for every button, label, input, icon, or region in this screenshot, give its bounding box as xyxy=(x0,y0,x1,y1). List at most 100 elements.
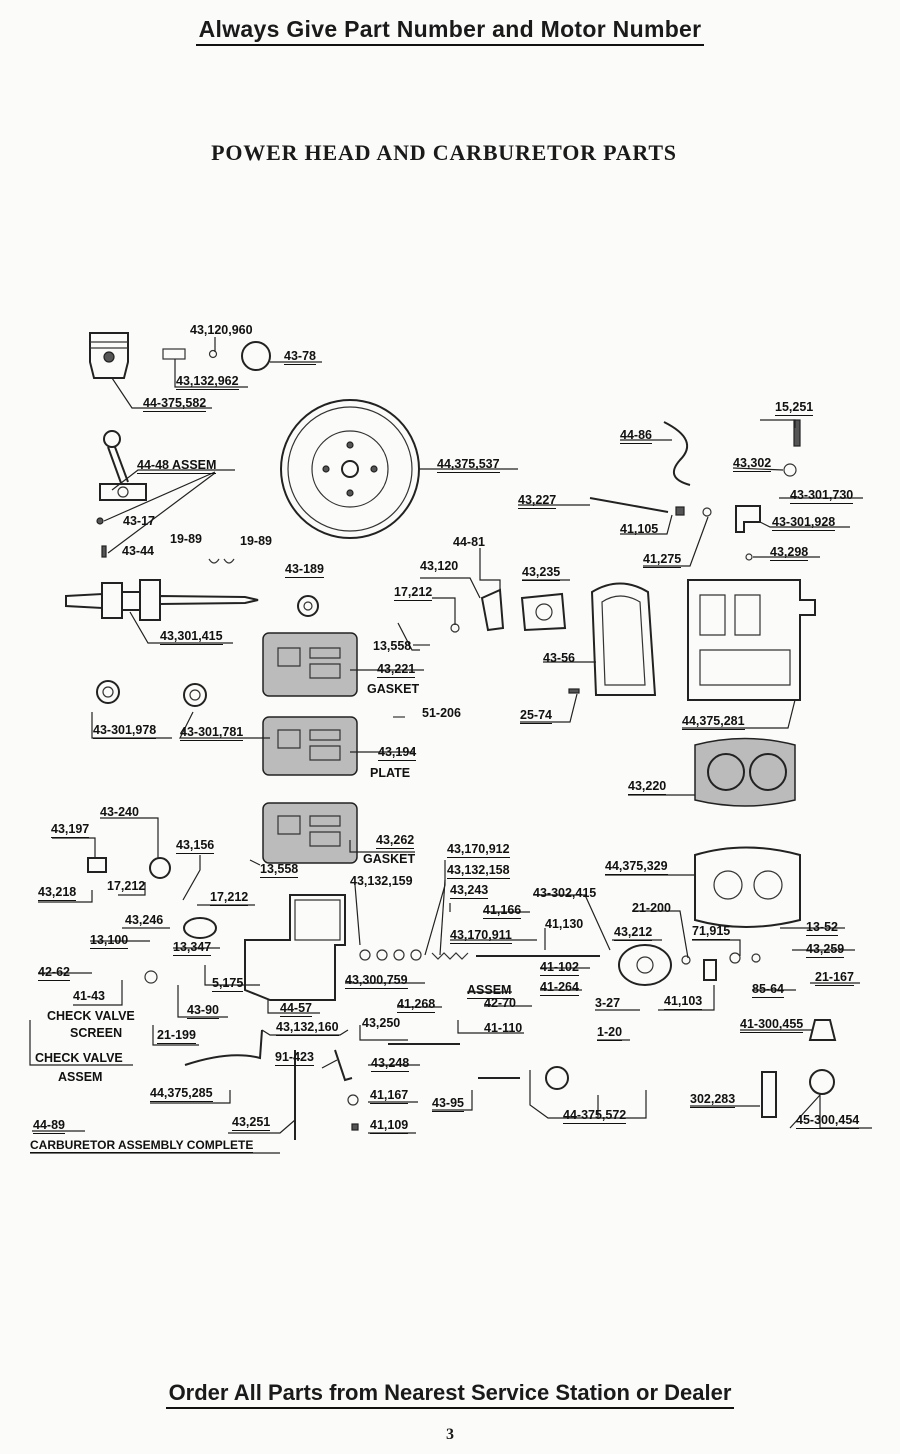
footer-banner: Order All Parts from Nearest Service Sta… xyxy=(0,1380,900,1409)
cylinder-block-illustration xyxy=(589,419,816,701)
part-label-43-90: 43-90 xyxy=(187,1003,219,1019)
part-label-41-264: 41-264 xyxy=(540,980,579,996)
fuel-pump-illustration xyxy=(334,944,837,1131)
part-label-43-156: 43,156 xyxy=(176,838,215,854)
part-label-43-221: 43,221 xyxy=(377,662,416,678)
carburetor-illustration xyxy=(87,857,600,1140)
part-label-43-302-415: 43-302,415 xyxy=(533,886,597,900)
part-label-85-64: 85-64 xyxy=(752,982,784,998)
part-label-43-197: 43,197 xyxy=(51,822,90,838)
flywheel-illustration xyxy=(280,399,420,539)
part-label-43-220: 43,220 xyxy=(628,779,667,795)
part-label-43-302: 43,302 xyxy=(733,456,772,472)
part-label-43-212: 43,212 xyxy=(614,925,653,941)
gasket-plates-illustration xyxy=(262,632,430,864)
part-label-1-20: 1-20 xyxy=(597,1025,623,1041)
part-label-41-166: 41,166 xyxy=(483,903,522,919)
part-label-41-103: 41,103 xyxy=(664,994,703,1010)
part-label-41-105: 41,105 xyxy=(620,522,659,536)
page-title: POWER HEAD AND CARBURETOR PARTS xyxy=(211,140,677,165)
part-label-44-375-281: 44,375,281 xyxy=(682,714,745,730)
part-label-41-275: 41,275 xyxy=(643,552,682,568)
part-label-41-300-455: 41-300,455 xyxy=(740,1017,804,1033)
part-label-41-110: 41-110 xyxy=(484,1021,523,1035)
part-label-43-250: 43,250 xyxy=(362,1016,401,1030)
part-label-41-130: 41,130 xyxy=(545,917,584,931)
part-label-43-259: 43,259 xyxy=(806,942,845,958)
part-label-17-212-b: 17,212 xyxy=(107,879,146,893)
part-label-43-298: 43,298 xyxy=(770,545,809,561)
part-label-44-86: 44-86 xyxy=(620,428,652,444)
part-label-gasket-a: GASKET xyxy=(367,682,420,696)
part-label-41-167: 41,167 xyxy=(370,1088,409,1104)
part-label-43-170-912: 43,170,912 xyxy=(447,842,510,858)
part-label-5-175: 5,175 xyxy=(212,976,244,992)
part-label-91-423: 91-423 xyxy=(275,1050,314,1066)
part-label-check-valve-screen-2: SCREEN xyxy=(70,1026,123,1040)
part-label-44-81: 44-81 xyxy=(453,535,485,549)
part-label-21-200: 21-200 xyxy=(632,901,671,915)
part-label-13-558-b: 13,558 xyxy=(260,862,299,878)
part-label-43-194: 43,194 xyxy=(378,745,417,761)
part-label-43-132-962: 43,132,962 xyxy=(176,374,239,390)
part-label-43-218: 43,218 xyxy=(38,885,77,901)
part-label-13-347: 13,347 xyxy=(173,940,212,956)
footer-banner-text: Order All Parts from Nearest Service Sta… xyxy=(165,1380,735,1409)
part-label-43-301-415: 43,301,415 xyxy=(160,629,223,645)
part-label-17-212-a: 17,212 xyxy=(394,585,433,601)
part-label-44-48-assem: 44-48 ASSEM xyxy=(137,458,217,474)
leader-lines xyxy=(29,337,872,1154)
carburetor-assembly-caption: CARBURETOR ASSEMBLY COMPLETE xyxy=(30,1138,254,1153)
connecting-rod-illustration xyxy=(96,430,235,564)
part-label-42-70: 42-70 xyxy=(484,996,516,1010)
part-label-43-120-960: 43,120,960 xyxy=(190,323,253,337)
part-label-check-valve-screen-1: CHECK VALVE xyxy=(47,1009,135,1023)
part-label-43-17: 43-17 xyxy=(123,514,155,528)
part-label-51-206: 51-206 xyxy=(422,706,461,720)
seals-illustration xyxy=(96,680,207,707)
part-label-44-375-329: 44,375,329 xyxy=(605,859,668,875)
part-label-13-558-a: 13,558 xyxy=(373,639,412,653)
part-label-19-89-left: 19-89 xyxy=(170,532,202,546)
part-label-43-78: 43-78 xyxy=(284,349,316,365)
part-label-check-valve-assem-1: CHECK VALVE xyxy=(35,1051,123,1065)
part-label-43-301-730: 43-301,730 xyxy=(790,488,854,504)
part-label-43-95: 43-95 xyxy=(432,1096,464,1112)
part-label-21-199: 21-199 xyxy=(157,1028,196,1044)
part-label-71-915: 71,915 xyxy=(692,924,731,940)
part-label-19-89-right: 19-89 xyxy=(240,534,272,548)
part-label-43-170-911: 43,170,911 xyxy=(450,928,512,944)
part-label-43-300-759: 43,300,759 xyxy=(345,973,408,989)
part-label-check-valve-assem-2: ASSEM xyxy=(58,1070,103,1084)
part-label-15-251: 15,251 xyxy=(775,400,814,416)
part-label-17-212-c: 17,212 xyxy=(210,890,249,906)
part-label-41-43: 41-43 xyxy=(73,989,105,1003)
part-label-43-132-160: 43,132,160 xyxy=(276,1020,339,1036)
part-label-21-167: 21-167 xyxy=(815,970,854,986)
part-label-43-56: 43-56 xyxy=(543,651,575,665)
part-label-plate: PLATE xyxy=(370,766,411,780)
part-label-43-301-928: 43-301,928 xyxy=(772,515,836,531)
part-label-44-375-582: 44-375,582 xyxy=(143,396,207,412)
part-label-44-89: 44-89 xyxy=(33,1118,65,1134)
part-label-43-262: 43,262 xyxy=(376,833,415,849)
part-label-43-251: 43,251 xyxy=(232,1115,271,1131)
part-label-41-109: 41,109 xyxy=(370,1118,409,1134)
header-banner: Always Give Part Number and Motor Number xyxy=(0,16,900,46)
part-label-43-132-158: 43,132,158 xyxy=(447,863,510,879)
part-label-43-243: 43,243 xyxy=(450,883,489,899)
part-label-43-132-159: 43,132,159 xyxy=(350,874,413,888)
part-label-44-57: 44-57 xyxy=(280,1001,312,1017)
header-banner-text: Always Give Part Number and Motor Number xyxy=(195,16,705,46)
part-label-43-44: 43-44 xyxy=(122,544,154,558)
part-label-41-102: 41-102 xyxy=(540,960,579,976)
part-label-42-62: 42-62 xyxy=(38,965,70,981)
cylinder-head-illustration xyxy=(694,737,801,928)
part-label-43-301-781: 43-301,781 xyxy=(180,725,244,741)
part-label-45-300-454: 45-300,454 xyxy=(796,1113,860,1129)
page-number: 3 xyxy=(446,1426,454,1443)
part-label-13-100: 13,100 xyxy=(90,933,129,949)
part-label-44-375-537: 44,375,537 xyxy=(437,457,500,473)
part-label-3-27: 3-27 xyxy=(595,996,621,1010)
part-label-43-248: 43,248 xyxy=(371,1056,410,1072)
